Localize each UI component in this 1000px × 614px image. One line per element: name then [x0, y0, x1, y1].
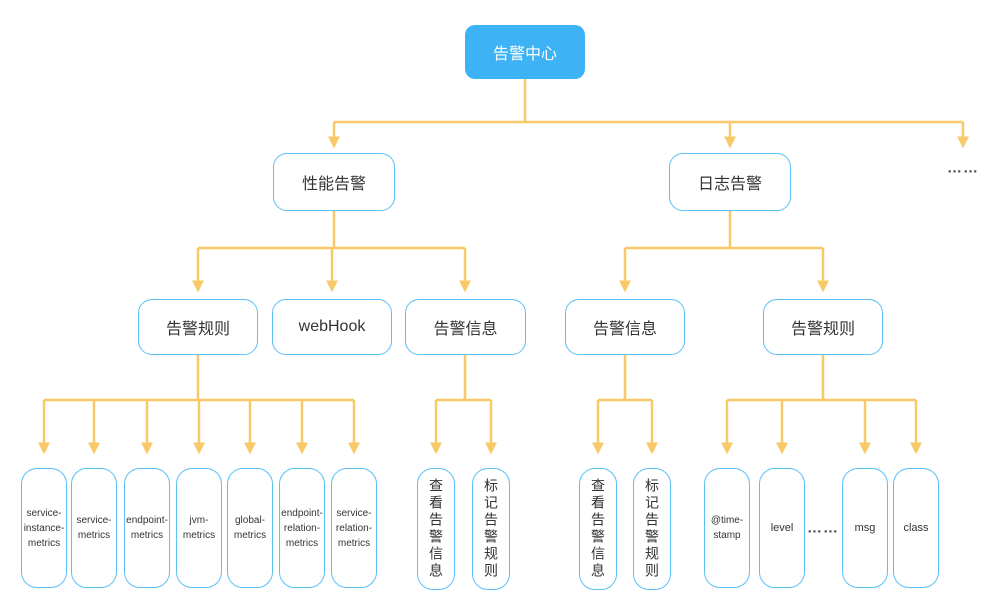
- node-view-alert-info-perf: 查看告警信息: [417, 468, 455, 590]
- node-global-metrics: global-metrics: [227, 468, 273, 588]
- node-mark-alert-rules-perf: 标记告警规则: [472, 468, 510, 590]
- leaf-label: 查看告警信息: [590, 478, 606, 580]
- leaf-label: level: [770, 521, 794, 534]
- ellipsis-more-fields: ……: [807, 519, 839, 537]
- leaf-label: service-metrics: [76, 515, 112, 541]
- node-service-relation-metrics: service-relation-metrics: [331, 468, 377, 588]
- node-endpoint-metrics: endpoint-metrics: [124, 468, 170, 588]
- node-jvm-metrics: jvm-metrics: [176, 468, 222, 588]
- node-log-alert-info: 告警信息: [565, 299, 685, 355]
- leaf-label: 标记告警规则: [644, 478, 660, 580]
- leaf-label: msg: [854, 521, 876, 534]
- ellipsis-more-branches: ……: [947, 159, 979, 177]
- node-field-msg: msg: [842, 468, 888, 588]
- node-view-alert-info-log: 查看告警信息: [579, 468, 617, 590]
- leaf-label: global-metrics: [233, 515, 267, 541]
- node-field-level: level: [759, 468, 805, 588]
- node-field-class: class: [893, 468, 939, 588]
- node-log-alert: 日志告警: [669, 153, 791, 211]
- leaf-label: endpoint-relation-metrics: [281, 507, 323, 549]
- leaf-label: service-relation-metrics: [335, 507, 373, 549]
- node-alert-center: 告警中心: [465, 25, 585, 79]
- node-endpoint-relation-metrics: endpoint-relation-metrics: [279, 468, 325, 588]
- node-log-alert-rules: 告警规则: [763, 299, 883, 355]
- node-performance-alert: 性能告警: [273, 153, 395, 211]
- node-perf-alert-rules: 告警规则: [138, 299, 258, 355]
- leaf-label: class: [903, 521, 929, 534]
- leaf-label: @time-stamp: [710, 515, 744, 541]
- leaf-label: jvm-metrics: [182, 515, 216, 541]
- node-webhook: webHook: [272, 299, 392, 355]
- node-service-instance-metrics: service-instance-metrics: [21, 468, 67, 588]
- node-service-metrics: service-metrics: [71, 468, 117, 588]
- leaf-label: 查看告警信息: [428, 478, 444, 580]
- leaf-label: endpoint-metrics: [126, 515, 168, 541]
- node-perf-alert-info: 告警信息: [405, 299, 526, 355]
- node-field-timestamp: @time-stamp: [704, 468, 750, 588]
- leaf-label: 标记告警规则: [483, 478, 499, 580]
- node-mark-alert-rules-log: 标记告警规则: [633, 468, 671, 590]
- leaf-label: service-instance-metrics: [23, 507, 65, 549]
